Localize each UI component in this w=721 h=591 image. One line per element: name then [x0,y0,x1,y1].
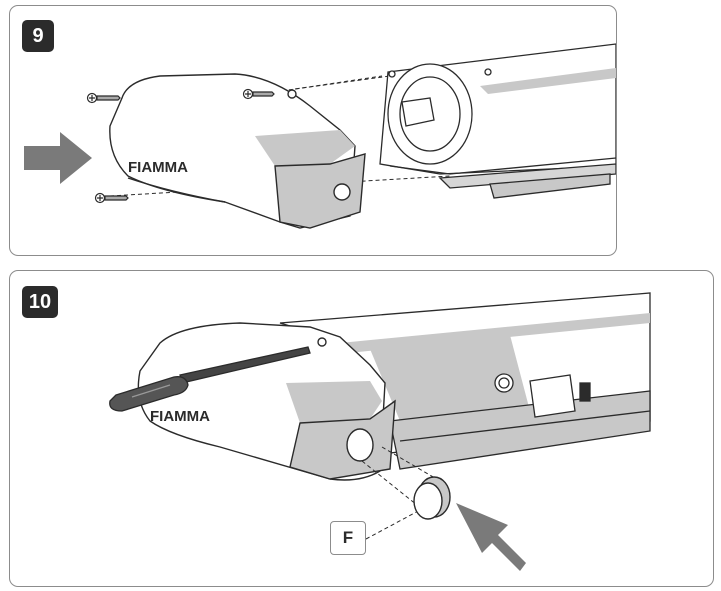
brand-logo-text: FIAMMA [128,159,188,176]
step-10-panel: 10 FIAMMA [9,270,714,587]
step-number-badge: 9 [22,20,54,52]
screw-icon [242,88,275,100]
awning-profile [379,43,616,199]
screwdriver-icon [109,346,311,412]
screw-icon [86,92,121,104]
brand-logo-text: FIAMMA [150,408,210,425]
step-number-badge: 10 [22,286,58,318]
push-arrow-icon [24,132,92,184]
cap-icon [413,476,451,520]
step-10-illustration: FIAMMA [109,292,651,571]
end-cap-cover [137,322,396,481]
push-arrow-icon [456,503,526,571]
step-9-panel: 9 FIAMMA [9,5,617,256]
step-9-illustration: FIAMMA [24,43,616,229]
screw-icon [94,192,129,204]
end-cap-cover [109,73,366,229]
part-label-f: F [330,521,366,555]
guide-lines [361,446,441,540]
